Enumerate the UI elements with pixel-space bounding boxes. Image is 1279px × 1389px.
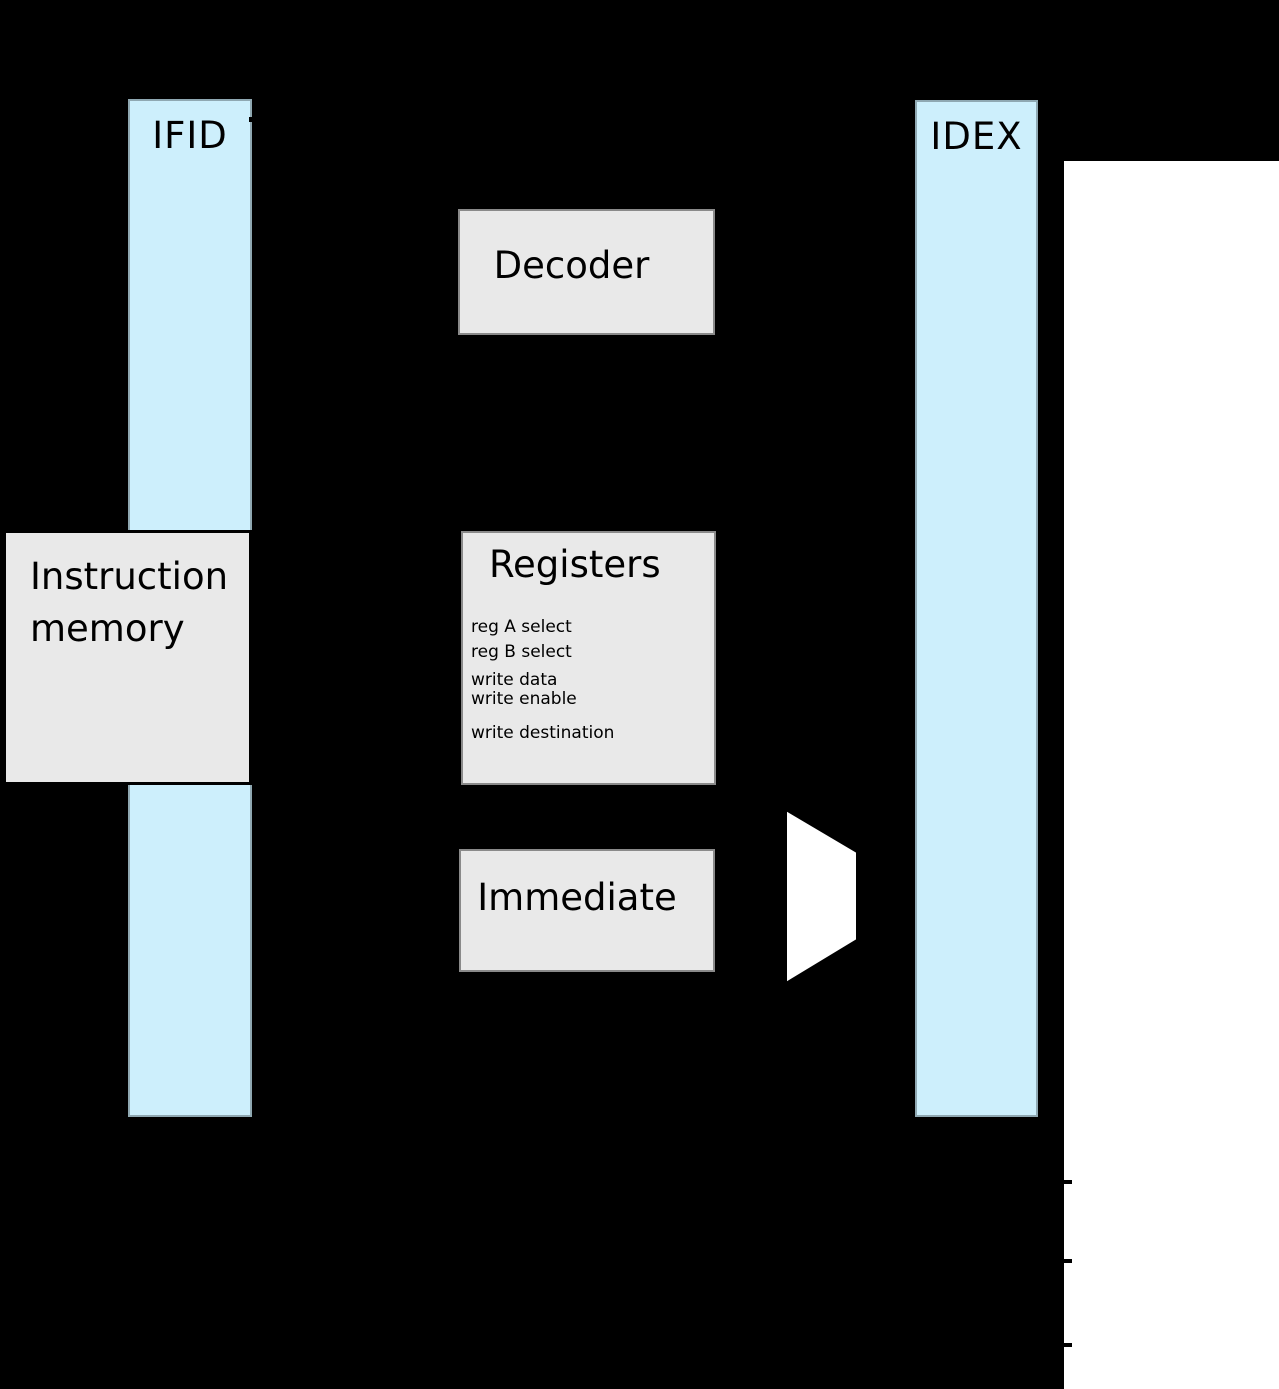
wire-stub-instruction-memory-out [249, 650, 256, 654]
mux-icon [785, 808, 858, 985]
decoder-block: Decoder [458, 209, 715, 335]
port-label-write-enable: write enable [471, 689, 577, 709]
instruction-memory-block: Instruction memory [3, 530, 252, 785]
registers-block: Registers reg A select reg B select writ… [461, 531, 716, 785]
wire-stub-panel-1 [1064, 1180, 1072, 1184]
wire-stub-ifid-top [249, 117, 254, 122]
immediate-label: Immediate [477, 876, 677, 919]
ifid-label: IFID [152, 114, 228, 157]
wire-stub-panel-3 [1064, 1343, 1072, 1347]
port-label-write-data: write data [471, 670, 558, 690]
next-stage-panel [1064, 161, 1279, 1389]
registers-title: Registers [489, 543, 661, 586]
mux-trapezoid [785, 808, 858, 985]
wire-stub-panel-2 [1064, 1259, 1072, 1263]
immediate-block: Immediate [459, 849, 715, 972]
port-label-write-destination: write destination [471, 723, 615, 743]
port-label-reg-a-select: reg A select [471, 617, 572, 637]
instruction-memory-label: Instruction memory [30, 555, 229, 650]
idex-label: IDEX [930, 115, 1023, 158]
decoder-label: Decoder [493, 243, 650, 287]
pipeline-register-idex: IDEX [915, 100, 1038, 1117]
port-label-reg-b-select: reg B select [471, 642, 572, 662]
